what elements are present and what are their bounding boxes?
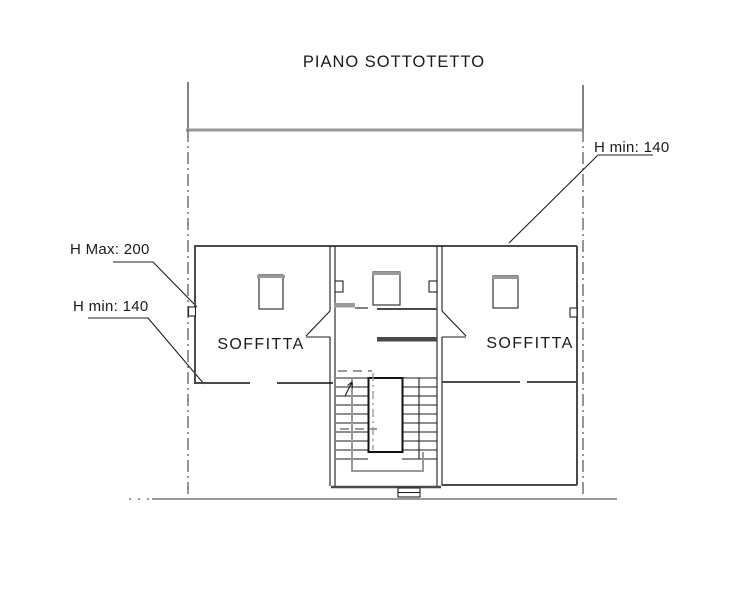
center-section bbox=[329, 246, 443, 498]
hall-wall-bar bbox=[377, 337, 437, 342]
right-room-label: SOFFITTA bbox=[486, 335, 573, 352]
center-chimney bbox=[372, 271, 401, 306]
right-wall-notch bbox=[569, 307, 578, 318]
center-right-notch bbox=[428, 280, 438, 293]
bottom-step bbox=[397, 487, 421, 498]
left-room bbox=[187, 245, 577, 384]
stair-direction-arrow bbox=[344, 381, 353, 397]
center-left-notch bbox=[334, 280, 344, 293]
right-chimney bbox=[492, 275, 519, 309]
door-swing-right bbox=[441, 310, 467, 338]
right-room bbox=[442, 246, 578, 486]
annotation-h-min-left: H min: 140 bbox=[73, 298, 149, 315]
door-swing-left bbox=[305, 310, 331, 338]
annotation-h-max: H Max: 200 bbox=[70, 241, 150, 258]
page-title: PIANO SOTTOTETTO bbox=[303, 53, 485, 71]
annotation-h-min-right: H min: 140 bbox=[594, 139, 670, 156]
staircase bbox=[336, 370, 437, 472]
stair-handrail bbox=[351, 378, 424, 472]
left-chimney bbox=[257, 274, 285, 310]
door-leaf-bar bbox=[334, 303, 355, 308]
left-room-label: SOFFITTA bbox=[217, 336, 304, 353]
stairwell-opening bbox=[367, 377, 404, 453]
left-wall-notch bbox=[187, 306, 197, 317]
annotation-leader-lines bbox=[88, 154, 653, 385]
